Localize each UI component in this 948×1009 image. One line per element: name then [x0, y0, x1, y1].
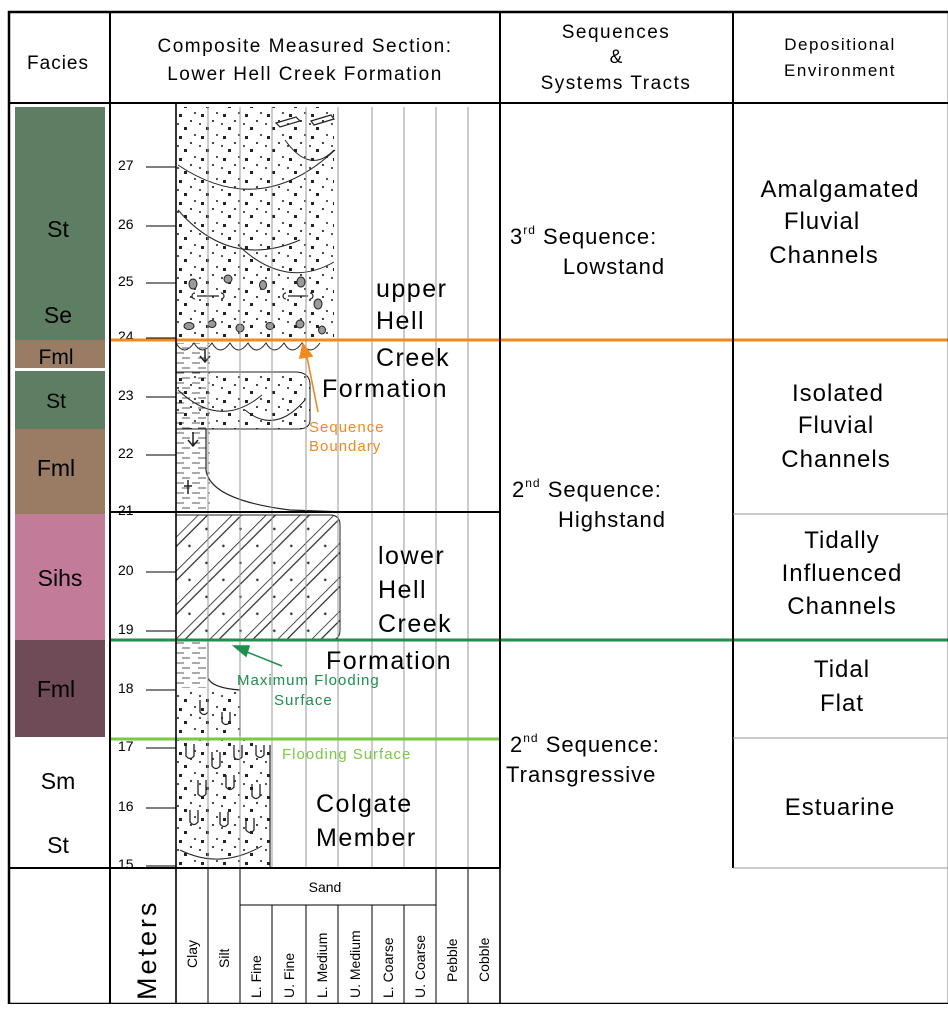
grain-label-clay: Clay — [184, 940, 200, 968]
depth-label-25: 25 — [118, 273, 134, 289]
facies-label-fml-mid: Fml — [37, 455, 75, 481]
depth-label-26: 26 — [118, 216, 134, 232]
facies-label-st-bottom: St — [47, 832, 69, 858]
upper-channel-sandstone — [176, 107, 334, 340]
second-transgressive-line2: Transgressive — [506, 762, 656, 787]
tidal-channel-heterolithic-strata — [176, 515, 340, 640]
third-sequence-line1: 3rd Sequence: — [510, 223, 657, 249]
env-isolated-line3: Channels — [781, 446, 890, 473]
lower-formation-line4: Formation — [326, 647, 452, 675]
env-tidally-line2: Influenced — [782, 560, 903, 587]
depth-label-19: 19 — [118, 621, 134, 637]
max-flooding-label-line1: Maximum Flooding — [237, 672, 380, 689]
meters-label: Meters — [132, 899, 162, 1000]
section-header-line1: Composite Measured Section: — [157, 36, 452, 57]
depth-label-16: 16 — [118, 798, 134, 814]
max-flooding-label-line2: Surface — [274, 692, 333, 709]
grain-label-pebble: Pebble — [444, 938, 460, 982]
table-frame — [9, 12, 948, 1004]
depth-label-20: 20 — [118, 562, 134, 578]
depth-label-24: 24 — [118, 328, 134, 344]
depth-label-27: 27 — [118, 157, 134, 173]
second-transgressive-line1: 2nd Sequence: — [510, 731, 660, 757]
facies-label-fml-top: Fml — [39, 346, 74, 369]
facies-header: Facies — [27, 53, 89, 74]
environment-header-line2: Environment — [784, 61, 896, 80]
third-sequence-line2: Lowstand — [563, 254, 665, 279]
grain-label-l-coarse: L. Coarse — [380, 937, 396, 998]
section-header-line2: Lower Hell Creek Formation — [167, 64, 443, 85]
facies-label-fml-low: Fml — [37, 676, 75, 702]
env-isolated-line2: Fluvial — [798, 412, 874, 439]
lower-formation-line2: Hell — [378, 576, 427, 604]
lower-formation-line3: Creek — [378, 610, 452, 638]
sequence-labels: 3rd Sequence: Lowstand 2nd Sequence: Hig… — [506, 223, 666, 787]
env-amalgamated-line2: Fluvial — [784, 208, 860, 235]
upper-formation-line3: Creek — [376, 344, 450, 372]
facies-label-st-top: St — [47, 216, 69, 242]
facies-label-sihs: Sihs — [38, 565, 83, 591]
env-isolated-line1: Isolated — [792, 380, 884, 407]
flooding-surface-label: Flooding Surface — [282, 746, 411, 763]
env-tidal-flat-line1: Tidal — [814, 656, 870, 683]
sequences-header-line2: & — [610, 47, 623, 68]
depth-label-23: 23 — [118, 387, 134, 403]
depth-label-18: 18 — [118, 680, 134, 696]
sequences-header-line3: Systems Tracts — [541, 73, 692, 94]
sequence-boundary-label-line2: Boundary — [309, 438, 381, 455]
max-flooding-arrow — [234, 646, 282, 666]
grain-size-labels: Meters Sand Clay Silt L. Fine U. Fine L.… — [132, 879, 492, 1000]
upper-formation-line2: Hell — [376, 307, 425, 335]
colgate-member-line2: Member — [316, 824, 417, 852]
facies-label-sm: Sm — [41, 768, 76, 794]
sand-label: Sand — [309, 879, 342, 895]
environment-labels: Amalgamated Fluvial Channels Isolated Fl… — [760, 176, 919, 821]
header-texts: Facies Composite Measured Section: Lower… — [27, 22, 896, 94]
isolated-channel-sandstone — [176, 372, 310, 429]
facies-column — [15, 107, 105, 737]
depth-label-15: 15 — [118, 856, 134, 872]
sequence-boundary-label-line1: Sequence — [309, 419, 385, 436]
sequences-header-line1: Sequences — [562, 22, 671, 43]
facies-label-st-mid: St — [46, 390, 66, 413]
grain-label-u-coarse: U. Coarse — [412, 935, 428, 998]
env-amalgamated-line1: Amalgamated — [760, 176, 919, 203]
lower-formation-line1: lower — [378, 542, 445, 570]
env-tidally-line1: Tidally — [804, 527, 879, 554]
depth-tick-labels: 27 26 25 24 23 22 21 20 19 18 17 16 15 — [118, 157, 134, 872]
tidal-flat-mudstone — [176, 642, 206, 688]
colgate-member-line1: Colgate — [316, 790, 413, 818]
grain-label-silt: Silt — [216, 948, 232, 968]
env-estuarine: Estuarine — [785, 794, 895, 821]
depth-label-22: 22 — [118, 445, 134, 461]
env-tidally-line3: Channels — [787, 593, 896, 620]
grain-label-l-fine: L. Fine — [248, 955, 264, 998]
grain-label-l-medium: L. Medium — [314, 933, 330, 998]
facies-label-se: Se — [44, 302, 72, 328]
grain-label-cobble: Cobble — [476, 937, 492, 982]
upper-formation-line4: Formation — [322, 375, 448, 403]
second-highstand-line1: 2nd Sequence: — [512, 476, 662, 502]
environment-header-line1: Depositional — [784, 35, 896, 54]
depth-ticks — [146, 167, 176, 866]
second-highstand-line2: Highstand — [558, 507, 666, 532]
upper-formation-line1: upper — [376, 275, 447, 303]
depth-label-21: 21 — [118, 502, 134, 518]
grain-label-u-medium: U. Medium — [347, 930, 363, 998]
env-amalgamated-line3: Channels — [769, 242, 878, 269]
env-tidal-flat-line2: Flat — [820, 690, 864, 717]
grain-label-u-fine: U. Fine — [281, 953, 297, 998]
